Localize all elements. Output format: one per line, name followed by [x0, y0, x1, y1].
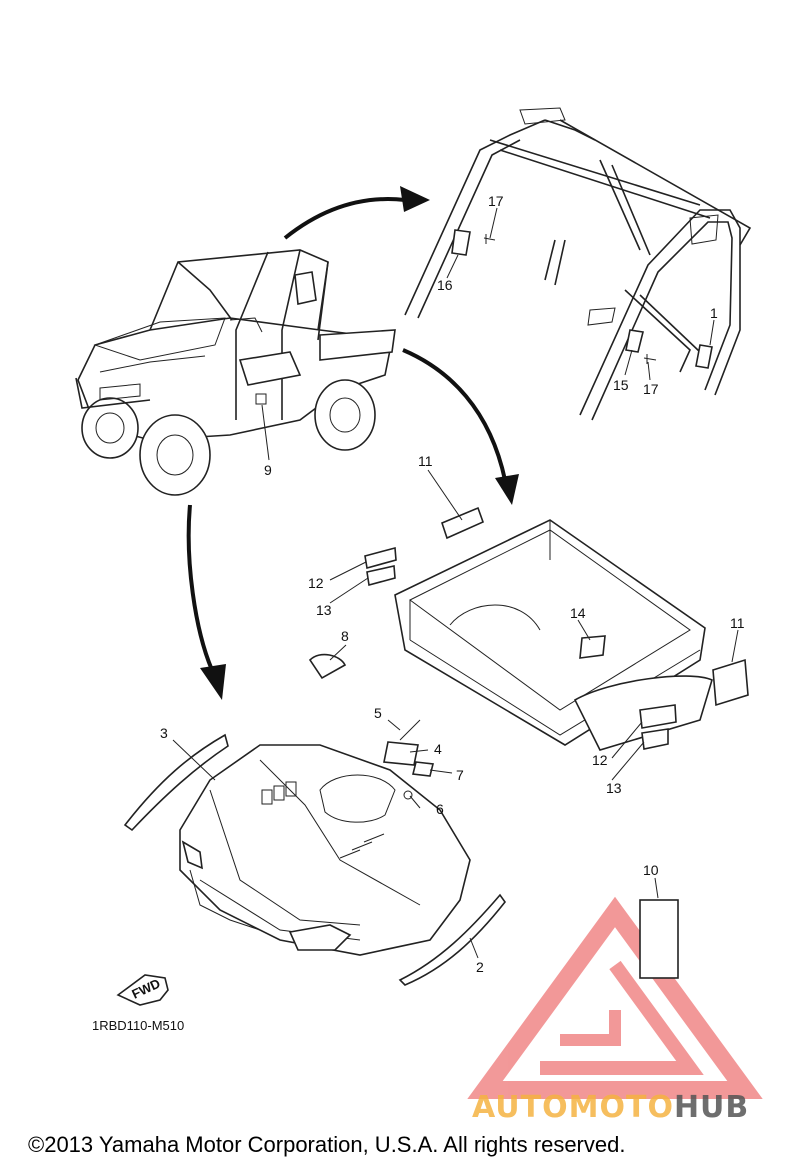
svg-text:AUTOMOTOHUB: AUTOMOTOHUB — [472, 1090, 749, 1125]
fwd-arrow: FWD — [116, 974, 169, 1006]
callout-8: 8 — [341, 628, 349, 644]
callout-12a: 12 — [308, 575, 324, 591]
callout-7: 7 — [456, 767, 464, 783]
callout-15: 15 — [613, 377, 629, 393]
copyright-text: ©2013 Yamaha Motor Corporation, U.S.A. A… — [28, 1132, 625, 1157]
label-sticker-10 — [639, 899, 679, 979]
callout-3: 3 — [160, 725, 168, 741]
callout-2: 2 — [476, 959, 484, 975]
watermark-logo — [467, 896, 763, 1099]
vehicle-overview — [75, 249, 396, 496]
callout-10: 10 — [643, 862, 659, 878]
callout-numbers: 1 2 3 4 5 6 7 8 9 10 11 11 12 12 13 13 1… — [160, 193, 745, 975]
callout-5: 5 — [374, 705, 382, 721]
cargo-bed — [364, 506, 749, 751]
callout-12b: 12 — [592, 752, 608, 768]
callout-17b: 17 — [643, 381, 659, 397]
callout-1: 1 — [710, 305, 718, 321]
callout-9: 9 — [264, 462, 272, 478]
watermark-part2: HUB — [674, 1090, 749, 1125]
front-cowl — [123, 653, 507, 986]
callout-13b: 13 — [606, 780, 622, 796]
watermark-part1: AUTOMOTO — [472, 1090, 674, 1125]
leader-lines — [172, 207, 739, 959]
callout-16: 16 — [437, 277, 453, 293]
diagram-code: 1RBD110-M510 — [92, 1018, 184, 1033]
callout-14: 14 — [570, 605, 586, 621]
callout-17a: 17 — [488, 193, 504, 209]
roll-cage — [404, 107, 752, 421]
watermark-text: AUTOMOTOHUB — [472, 1090, 749, 1125]
callout-13a: 13 — [316, 602, 332, 618]
direction-arrows — [186, 186, 519, 700]
callout-6: 6 — [436, 801, 444, 817]
callout-11a: 11 — [418, 453, 433, 469]
callout-4: 4 — [434, 741, 442, 757]
callout-11b: 11 — [730, 615, 745, 631]
